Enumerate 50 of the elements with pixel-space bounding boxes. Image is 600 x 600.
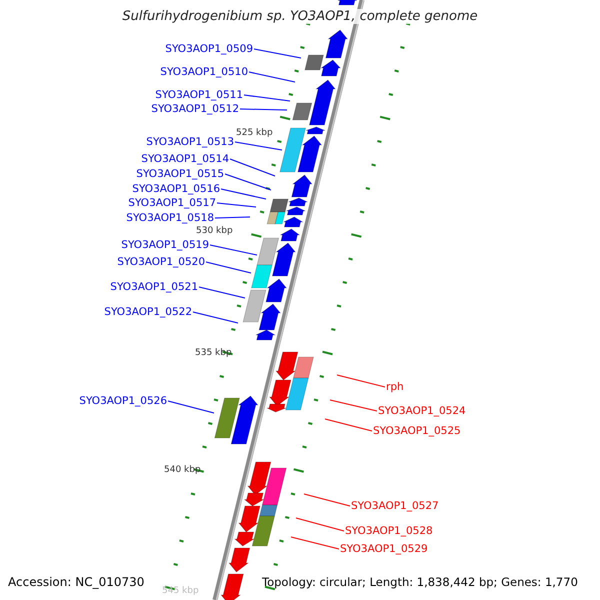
gene-label: SYO3AOP1_0519: [121, 238, 209, 252]
gene-label: SYO3AOP1_0518: [126, 211, 214, 225]
leader-line: [198, 286, 246, 298]
leader-line: [234, 142, 282, 150]
gene-label: SYO3AOP1_0527: [351, 499, 439, 513]
gene-label: rph: [386, 380, 404, 394]
leader-line: [244, 94, 290, 102]
leader-line: [192, 312, 238, 324]
gene-label: SYO3AOP1_0528: [345, 524, 433, 538]
scale-label: 535 kbp: [195, 348, 232, 358]
scale-label: 540 kbp: [164, 465, 201, 475]
leader-line: [336, 374, 386, 388]
leader-line: [210, 244, 258, 256]
gene-label: SYO3AOP1_0526: [79, 394, 167, 408]
gene-label: SYO3AOP1_0513: [146, 135, 234, 149]
scale-label: 530 kbp: [196, 226, 233, 236]
gene-label: SYO3AOP1_0520: [117, 255, 205, 269]
gene-label: SYO3AOP1_0521: [110, 280, 198, 294]
leader-line: [220, 188, 266, 200]
scale-label: 525 kbp: [236, 128, 273, 138]
gene-label: SYO3AOP1_0509: [165, 42, 253, 56]
leader-line: [254, 48, 302, 58]
gene-label: SYO3AOP1_0525: [373, 424, 461, 438]
leader-line: [248, 72, 296, 82]
leader-line: [206, 262, 252, 274]
leader-line: [296, 518, 344, 532]
leader-line: [324, 418, 372, 432]
gene-label: SYO3AOP1_0511: [155, 88, 243, 102]
leader-line: [214, 216, 250, 218]
title: Sulfurihydrogenibium sp. YO3AOP1, complete genome: [122, 9, 478, 24]
leader-line: [224, 174, 272, 190]
gene-label: SYO3AOP1_0517: [128, 196, 216, 210]
gene-label: SYO3AOP1_0522: [104, 305, 192, 319]
gene-label: SYO3AOP1_0514: [141, 152, 229, 166]
gene-label: SYO3AOP1_0516: [132, 182, 220, 196]
leader-line: [240, 108, 288, 110]
genome-info-text: Topology: circular; Length: 1,838,442 bp; Genes: 1,770: [262, 575, 578, 589]
gene-label: SYO3AOP1_0510: [160, 65, 248, 79]
leader-line: [290, 536, 340, 550]
gene-label: SYO3AOP1_0512: [151, 102, 239, 116]
leader-line: [230, 158, 276, 176]
leader-line: [304, 494, 350, 506]
leader-line: [168, 400, 214, 414]
leader-line: [330, 400, 378, 412]
scale-label: 545 kbp: [162, 586, 199, 596]
accession-text: Accession: NC_010730: [8, 575, 144, 589]
gene-label: SYO3AOP1_0524: [378, 404, 466, 418]
gene-label: SYO3AOP1_0529: [340, 542, 428, 556]
leader-line: [216, 202, 256, 208]
gene-label: SYO3AOP1_0515: [136, 167, 224, 181]
